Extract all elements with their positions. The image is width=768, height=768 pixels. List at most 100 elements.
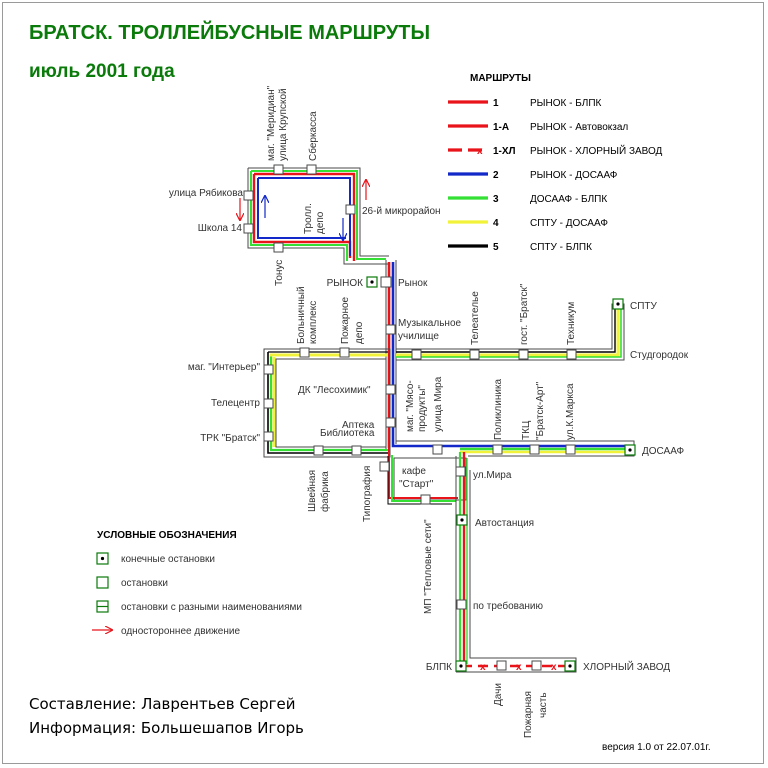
stop[interactable]	[518, 349, 529, 360]
svg-text:x: x	[551, 662, 557, 673]
svg-text:x: x	[516, 662, 522, 673]
legend-item-oneway: одностороннее движение	[121, 626, 240, 637]
label-tipografiya: Типография	[361, 466, 373, 522]
stop[interactable]	[469, 349, 480, 360]
label-dosaaf: ДОСААФ	[642, 446, 685, 457]
route-name: СПТУ - ДОСААФ	[530, 218, 608, 229]
label-start: "Старт"	[399, 479, 434, 490]
stop[interactable]	[339, 347, 350, 358]
label-po-trebovaniyu: по требованию	[473, 600, 544, 612]
symbol-legend: УСЛОВНЫЕ ОБОЗНАЧЕНИЯ конечные остановки …	[92, 530, 302, 637]
label-pozh-chast1: Пожарная	[523, 691, 534, 738]
label-pozharnoe: Пожарное	[340, 296, 351, 344]
dosaaf-line	[396, 440, 635, 457]
label-tekhnikum: Техникум	[566, 302, 577, 345]
credit-compiler: Составление: Лаврентьев Сергей	[29, 695, 296, 713]
label-hlorny: ХЛОРНЫЙ ЗАВОД	[583, 660, 670, 673]
route-number: 5	[493, 242, 499, 253]
version-label: версия 1.0 от 22.07.01г.	[602, 742, 711, 753]
label-trk: ТРК "Братск"	[200, 433, 260, 444]
label-teleatele: Телеателье	[470, 291, 481, 345]
label-myaso1: маг. "Мясо-	[405, 380, 416, 432]
north-loop	[247, 167, 389, 265]
stop[interactable]	[385, 384, 396, 395]
terminal-stop[interactable]	[456, 514, 468, 526]
label-shveinaya2: фабрика	[319, 471, 331, 512]
label-pozh-chast2: часть	[538, 692, 549, 718]
terminal-stop[interactable]	[612, 298, 624, 310]
stop[interactable]	[385, 417, 396, 428]
route-row: 5 СПТУ - БЛПК	[448, 242, 592, 253]
label-depo: депо	[315, 211, 326, 234]
credit-info: Информация: Большешапов Игорь	[29, 719, 304, 737]
label-tkc: ТКЦ	[521, 420, 532, 440]
stop[interactable]	[351, 445, 362, 456]
label-interier: маг. "Интерьер"	[188, 362, 261, 373]
stop[interactable]	[432, 444, 443, 455]
label-biblioteka: Библиотека	[320, 427, 375, 439]
stop[interactable]	[263, 431, 274, 442]
label-bolnichny: Больничный	[296, 286, 307, 344]
stop[interactable]	[379, 461, 390, 472]
label-depo2: депо	[354, 321, 365, 344]
label-troll: Тролл.	[303, 203, 314, 234]
route-name: РЫНОК - Автовокзал	[530, 122, 628, 133]
route-name: РЫНОК - БЛПК	[530, 98, 602, 109]
stop[interactable]	[496, 660, 507, 671]
terminal-stop[interactable]	[624, 444, 636, 456]
label-telecentr: Телецентр	[211, 398, 260, 409]
terminal-stop[interactable]	[564, 660, 576, 672]
stop[interactable]	[492, 444, 503, 455]
stop[interactable]	[529, 444, 540, 455]
stop[interactable]	[263, 364, 274, 375]
stop[interactable]	[566, 349, 577, 360]
routes-heading: МАРШРУТЫ	[470, 73, 531, 84]
label-muz1: Музыкальное	[398, 318, 462, 329]
stop[interactable]	[565, 444, 576, 455]
south-trunk	[455, 452, 577, 673]
stop[interactable]	[531, 660, 542, 671]
stop[interactable]	[243, 190, 254, 201]
stop[interactable]	[385, 324, 396, 335]
route-name: СПТУ - БЛПК	[530, 242, 592, 253]
legend-stop-symbol	[96, 576, 109, 589]
route-number: 1-А	[493, 122, 509, 133]
legend-heading: УСЛОВНЫЕ ОБОЗНАЧЕНИЯ	[97, 530, 237, 541]
stop[interactable]	[263, 398, 274, 409]
cross-mark-icon: x	[477, 146, 483, 157]
stops	[243, 164, 636, 672]
label-shkola14: Школа 14	[198, 223, 243, 234]
label-apteka: Аптека	[342, 420, 375, 431]
route-row: 1 РЫНОК - БЛПК	[448, 98, 602, 109]
stop[interactable]	[299, 347, 310, 358]
stop[interactable]	[456, 599, 467, 610]
route-row: 1-А РЫНОК - Автовокзал	[448, 122, 628, 133]
terminal-stop[interactable]	[455, 660, 467, 672]
stop[interactable]	[420, 494, 431, 505]
route-number: 2	[493, 170, 499, 181]
stop-split[interactable]	[380, 276, 392, 288]
stop[interactable]	[313, 445, 324, 456]
stop[interactable]	[273, 164, 284, 175]
terminal-stop[interactable]	[366, 276, 378, 288]
route-number: 1	[493, 98, 499, 109]
label-meridian: маг. "Меридиан"	[266, 85, 277, 161]
stop[interactable]	[411, 349, 422, 360]
stop[interactable]	[273, 242, 284, 253]
stop[interactable]	[345, 204, 356, 215]
label-ryabikova: улица Рябикова	[169, 187, 244, 199]
label-teplovye: МП "Тепловые сети"	[423, 519, 434, 614]
stop[interactable]	[306, 164, 317, 175]
label-blpk: БЛПК	[426, 662, 452, 673]
stop[interactable]	[455, 466, 466, 477]
label-mkr26: 26-й микрорайон	[362, 206, 441, 217]
label-ulmira-v: улица Мира	[433, 376, 444, 432]
legend-item-stop: остановки	[121, 578, 168, 589]
stop[interactable]	[243, 223, 254, 234]
label-rynok: Рынок	[398, 278, 428, 289]
label-dachi: Дачи	[493, 683, 504, 706]
legend-item-split: остановки с разными наименованиями	[121, 602, 302, 613]
legend-item-terminal: конечные остановки	[121, 554, 215, 565]
